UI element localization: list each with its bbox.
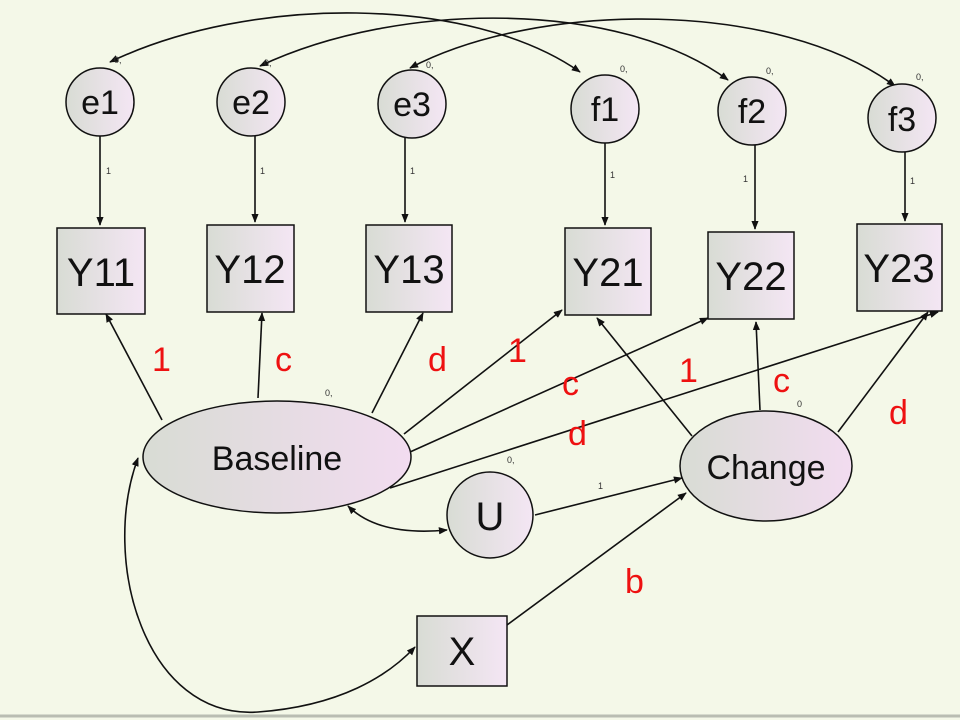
node-y22: Y22 bbox=[707, 231, 795, 320]
node-f1: f1 0, bbox=[570, 64, 640, 144]
node-f1-label: f1 bbox=[591, 91, 619, 129]
node-x-label: X bbox=[449, 630, 476, 674]
node-y12: Y12 bbox=[206, 224, 295, 313]
edge-change-y23 bbox=[837, 311, 929, 433]
edge-baseline-y11 bbox=[105, 313, 163, 421]
loading-e1: 1 bbox=[106, 166, 111, 176]
edge-baseline-y13 bbox=[371, 312, 424, 414]
path-label-change-y23: d bbox=[889, 394, 908, 432]
node-e2-param: 0, bbox=[264, 58, 272, 68]
error-loading-labels: 1 1 1 1 1 1 bbox=[106, 166, 915, 186]
node-e2-label: e2 bbox=[232, 84, 270, 122]
node-e3-label: e3 bbox=[393, 86, 431, 124]
node-y11: Y11 bbox=[56, 227, 146, 315]
node-y21: Y21 bbox=[564, 227, 652, 316]
node-baseline-label: Baseline bbox=[212, 440, 342, 478]
node-f3: f3 0, bbox=[867, 72, 937, 153]
loading-f3: 1 bbox=[910, 176, 915, 186]
node-change-label: Change bbox=[706, 449, 825, 487]
path-labels: 1 c d 1 c d 1 c d b bbox=[152, 332, 908, 601]
node-y13: Y13 bbox=[365, 224, 453, 313]
loading-e3: 1 bbox=[410, 166, 415, 176]
path-label-baseline-y13: d bbox=[428, 341, 447, 379]
path-label-baseline-y21: 1 bbox=[508, 332, 527, 370]
loading-e2: 1 bbox=[260, 166, 265, 176]
cov-e1-f1 bbox=[109, 12, 581, 73]
node-f2-label: f2 bbox=[738, 93, 766, 131]
edge-change-y22 bbox=[752, 321, 761, 411]
node-y22-label: Y22 bbox=[715, 255, 786, 299]
path-label-baseline-y23: d bbox=[568, 415, 587, 453]
path-label-baseline-y12: c bbox=[275, 341, 292, 379]
node-f1-param: 0, bbox=[620, 64, 628, 74]
error-loading-arrows bbox=[96, 136, 909, 230]
path-label-baseline-y22: c bbox=[562, 365, 579, 403]
loading-f2: 1 bbox=[743, 174, 748, 184]
node-y21-label: Y21 bbox=[572, 251, 643, 295]
error-nodes: e1 0, e2 0, e3 0, f1 0, f2 0, f3 0, bbox=[65, 55, 937, 153]
node-f2-param: 0, bbox=[766, 66, 774, 76]
node-u-param: 0, bbox=[507, 455, 515, 465]
edge-u-change bbox=[534, 476, 683, 516]
node-f3-param: 0, bbox=[916, 72, 924, 82]
edge-change-y21 bbox=[596, 317, 693, 437]
node-change-param: 0 bbox=[797, 399, 802, 409]
node-e2: e2 0, bbox=[216, 58, 286, 137]
node-e3-param: 0, bbox=[426, 60, 434, 70]
structural-paths bbox=[105, 309, 939, 713]
cov-e2-f2 bbox=[259, 17, 729, 81]
cov-baseline-x bbox=[124, 457, 416, 713]
node-baseline-param: 0, bbox=[325, 388, 333, 398]
path-label-change-y22: c bbox=[773, 362, 790, 400]
node-y23-label: Y23 bbox=[863, 247, 934, 291]
node-f3-label: f3 bbox=[888, 101, 916, 139]
node-e1-label: e1 bbox=[81, 84, 119, 122]
node-y11-label: Y11 bbox=[67, 251, 135, 295]
node-e3: e3 0, bbox=[377, 60, 447, 139]
edge-baseline-y21 bbox=[403, 309, 563, 435]
cov-e3-f3 bbox=[409, 18, 896, 87]
node-e1: e1 0, bbox=[65, 55, 135, 137]
path-label-change-y21: 1 bbox=[679, 352, 698, 390]
node-y23: Y23 bbox=[856, 223, 943, 312]
node-u: U 0, bbox=[446, 455, 534, 559]
edge-baseline-y12 bbox=[257, 312, 266, 399]
observed-nodes: Y11 Y12 Y13 Y21 Y22 Y23 X bbox=[56, 223, 943, 687]
node-e1-param: 0, bbox=[114, 55, 122, 65]
error-covariances bbox=[109, 12, 896, 87]
node-f2: f2 0, bbox=[717, 66, 787, 146]
node-baseline: Baseline 0, bbox=[142, 388, 412, 514]
node-change: Change 0 bbox=[679, 399, 853, 522]
edge-baseline-y22 bbox=[409, 317, 709, 453]
node-y13-label: Y13 bbox=[373, 248, 444, 292]
path-label-x-change: b bbox=[625, 563, 644, 601]
node-u-label: U bbox=[476, 495, 505, 539]
node-x: X bbox=[416, 615, 508, 687]
latent-nodes: Baseline 0, Change 0 U 0, bbox=[142, 388, 853, 559]
weight-u-change: 1 bbox=[598, 481, 603, 491]
path-label-baseline-y11: 1 bbox=[152, 341, 171, 379]
node-y12-label: Y12 bbox=[214, 248, 285, 292]
loading-f1: 1 bbox=[610, 170, 615, 180]
edge-x-change bbox=[506, 492, 687, 626]
